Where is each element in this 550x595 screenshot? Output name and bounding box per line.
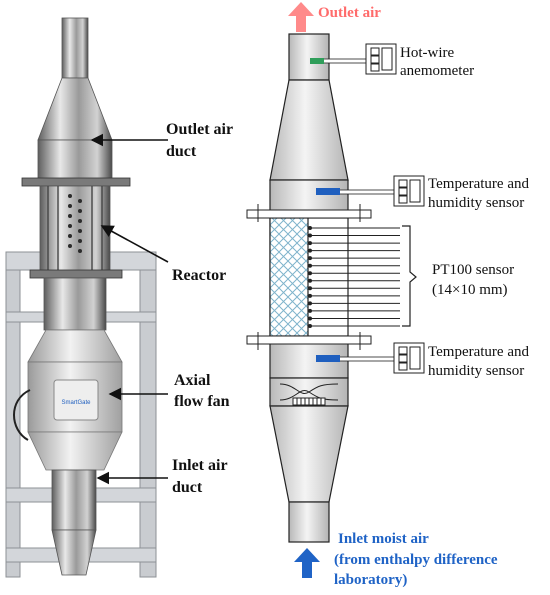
pt100-bracket (402, 225, 417, 327)
arrow-reactor (100, 225, 169, 263)
label-reactor: Reactor (172, 267, 226, 284)
label-outlet-duct-1: Outlet air (166, 121, 233, 138)
pt100-sensor-tip (308, 226, 312, 230)
label-th-upper-1: Temperature and (428, 176, 529, 192)
label-inlet-duct-2: duct (172, 479, 203, 496)
label-anemometer-2: anemometer (400, 63, 474, 79)
photo-labels: Outlet air duct Reactor Axial flow fan I… (166, 121, 233, 496)
inlet-arrow-icon (294, 548, 320, 578)
flange-lower (246, 335, 372, 345)
th-sensor-upper-icon (393, 175, 425, 207)
label-outlet-air: Outlet air (318, 5, 381, 21)
axial-fan-icon (279, 383, 339, 406)
reactor-flanges (246, 204, 372, 350)
frame-rail-right (139, 251, 157, 578)
label-inlet-3: laboratory) (334, 572, 407, 588)
photo-inlet-pipe (51, 469, 97, 531)
humidity-probe-upper (316, 188, 397, 195)
pt100-sensor-tip (308, 293, 312, 298)
pt100-sensor-tip (308, 324, 312, 328)
schematic-body (269, 33, 349, 543)
photo-reactor-body (39, 185, 111, 273)
pt100-sensor-tip (308, 301, 312, 306)
pt100-sensor-tip (308, 316, 312, 321)
photo-fan-cable (13, 389, 31, 441)
label-fan-1: Axial (174, 372, 211, 389)
humidity-probe-lower (316, 355, 397, 362)
pt100-sensor-tip (308, 263, 312, 268)
label-anemometer-1: Hot-wire (400, 45, 454, 61)
pt100-sensor-tip (308, 256, 312, 261)
photo-top-pipe (61, 17, 89, 79)
photo-flange-top (21, 177, 131, 187)
label-pt100-1: PT100 sensor (432, 262, 514, 278)
anemometer-device-icon (365, 43, 397, 75)
pt100-sensor-tip (308, 241, 312, 246)
photo-callout-arrows (90, 133, 169, 485)
pt100-sensor-tip (308, 278, 312, 283)
th-sensor-lower-icon (393, 342, 425, 374)
frame-rail-left (5, 251, 21, 578)
photo-inlet-cone (51, 529, 97, 576)
photo-panel: SmartGate (0, 0, 162, 580)
inlet-cone (269, 405, 349, 503)
anemometer-probe (310, 58, 371, 64)
photo-fan-brand: SmartGate (61, 400, 91, 406)
pt100-sensor-tip (308, 308, 312, 313)
inlet-pipe (288, 501, 330, 543)
photo-fan-junction-box (53, 379, 99, 421)
label-inlet-1: Inlet moist air (338, 531, 429, 547)
label-outlet-duct-2: duct (166, 143, 197, 160)
photo-flange-bottom (29, 269, 123, 279)
pt100-sensor-tip (308, 271, 312, 276)
pt100-sensor-tip (308, 248, 312, 253)
reactor-mesh (269, 217, 309, 337)
outlet-pipe (288, 33, 330, 81)
label-inlet-2: (from enthalpy difference (334, 552, 498, 568)
label-th-lower-1: Temperature and (428, 344, 529, 360)
pt100-sensor-tip (308, 286, 312, 291)
label-th-upper-2: humidity sensor (428, 195, 524, 211)
label-pt100-2: (14×10 mm) (432, 282, 508, 298)
photo-lower-cylinder (43, 277, 107, 331)
label-inlet-duct-1: Inlet air (172, 457, 228, 474)
label-fan-2: flow fan (174, 393, 230, 410)
pt100-sensor-tip (308, 233, 312, 238)
pt100-sensor-array (308, 226, 400, 328)
outlet-cone (269, 79, 349, 181)
photo-upper-cylinder (37, 139, 113, 181)
flange-upper (246, 209, 372, 219)
photo-sensor-studs (68, 194, 82, 253)
outlet-arrow-icon (288, 2, 314, 32)
label-th-lower-2: humidity sensor (428, 363, 524, 379)
photo-fan-lower-cone (27, 431, 123, 471)
